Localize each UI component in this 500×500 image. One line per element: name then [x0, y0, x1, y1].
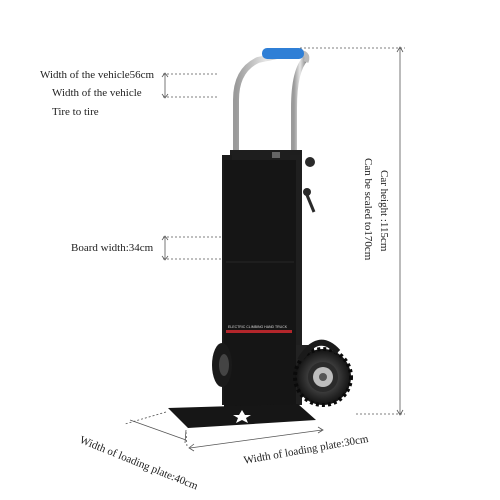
star-cutout-icon [233, 410, 251, 423]
scalable-height-label: Can be scaled to170cm [362, 158, 374, 261]
product-text: ELECTRIC CLIMBING HAND TRUCK [228, 325, 288, 329]
wheel-left [212, 343, 232, 387]
vehicle-width-56-label: Width of the vehicle56cm [40, 69, 155, 81]
board-panel [224, 160, 296, 410]
tire-to-tire-label: Tire to tire [52, 106, 99, 118]
board-width-label: Board width:34cm [71, 242, 154, 254]
wheel-right [293, 347, 353, 407]
handle [233, 49, 310, 163]
vehicle-width-label: Width of the vehicle [52, 87, 142, 99]
red-stripe [226, 330, 292, 333]
knob-icon [303, 188, 311, 196]
handle-grip [262, 48, 304, 59]
knob-icon [305, 157, 315, 167]
dimension-lines [124, 46, 405, 452]
top-bracket [230, 150, 302, 162]
car-height-label: Car height :115cm [378, 170, 390, 252]
